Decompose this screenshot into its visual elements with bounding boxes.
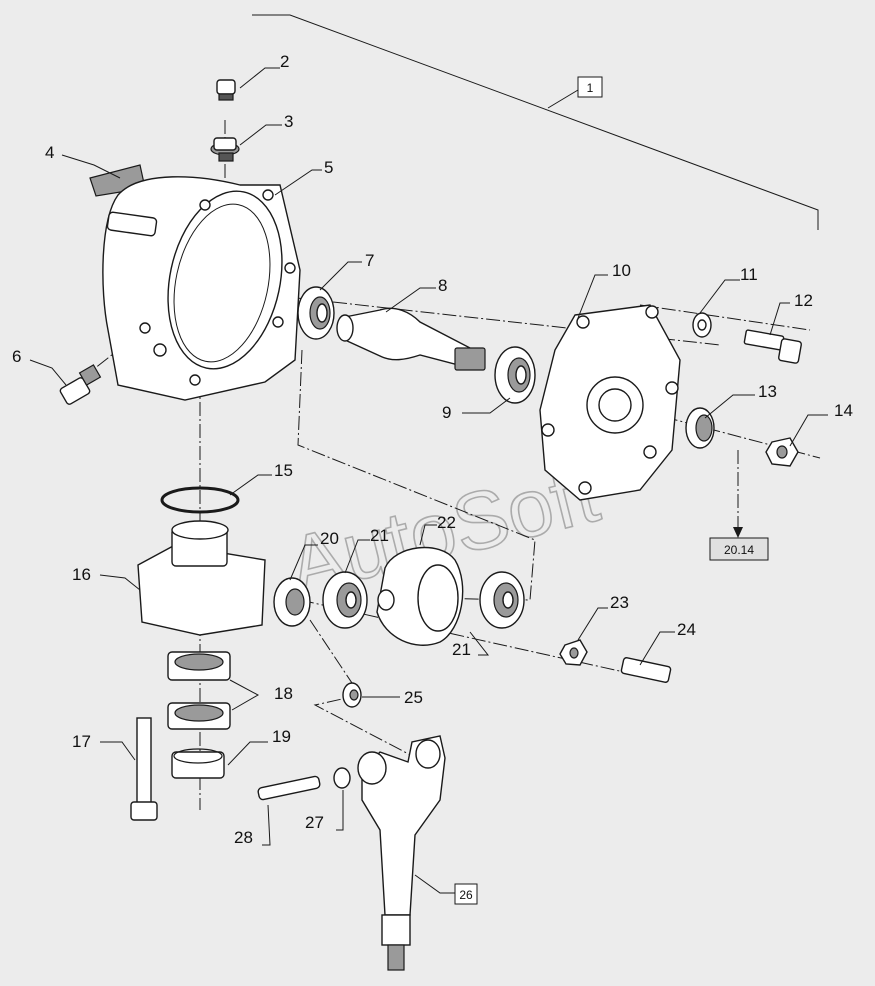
- part-13-bushing: [685, 407, 715, 449]
- callout-23: 23: [610, 593, 629, 612]
- callout-24: 24: [677, 620, 696, 639]
- part-28-pin: [257, 775, 321, 801]
- shaft-box-26: 26: [454, 883, 478, 905]
- reference-box-20-14: 20.14: [709, 537, 769, 561]
- ref-arrow: [733, 527, 743, 538]
- part-23-nut: [559, 639, 588, 666]
- callout-5: 5: [324, 158, 333, 177]
- part-21-bearing-right: [479, 571, 525, 629]
- part-16-gear-housing: [137, 520, 266, 636]
- leader-lines: [29, 67, 828, 894]
- callout-19: 19: [272, 727, 291, 746]
- assembly-bracket-line: [252, 14, 819, 230]
- svg-text:1: 1: [587, 81, 594, 95]
- part-15-o-ring: [160, 486, 240, 514]
- callout-2: 2: [280, 52, 289, 71]
- callout-9: 9: [442, 403, 451, 422]
- svg-text:20.14: 20.14: [724, 543, 754, 557]
- callout-10: 10: [612, 261, 631, 280]
- callout-4: 4: [45, 143, 54, 162]
- part-22-gear: [376, 546, 464, 646]
- callout-22: 22: [437, 513, 456, 532]
- bolt-axis-line: [639, 304, 811, 331]
- part-6-screw: [59, 364, 102, 405]
- callout-3: 3: [284, 112, 293, 131]
- part-21-bearing-left: [322, 571, 368, 629]
- part-17-long-bolt: [130, 717, 158, 821]
- callout-18: 18: [274, 684, 293, 703]
- part-26-yoke-shaft: [357, 735, 446, 971]
- callout-8: 8: [438, 276, 447, 295]
- part-20-castle-nut: [273, 577, 311, 627]
- callout-11: 11: [740, 265, 758, 284]
- part-10-flange-cover: [539, 304, 681, 501]
- assembly-leader: [547, 89, 579, 109]
- callout-27: 27: [305, 813, 324, 832]
- callout-12: 12: [794, 291, 813, 310]
- part-24-set-screw: [620, 657, 672, 683]
- part-2-plug: [216, 79, 236, 101]
- part-19-ring: [171, 748, 225, 779]
- part-27-spacer: [333, 767, 351, 789]
- assembly-box: 1: [577, 76, 603, 98]
- part-12-bolt: [743, 329, 802, 364]
- callout-16: 16: [72, 565, 91, 584]
- svg-text:26: 26: [459, 888, 473, 902]
- part-14-nut: [765, 437, 799, 467]
- part-18-needle-bearings: [167, 651, 231, 730]
- callout-14: 14: [834, 401, 853, 420]
- callout-21-lower: 21: [452, 640, 471, 659]
- callout-28: 28: [234, 828, 253, 847]
- callout-25: 25: [404, 688, 423, 707]
- part-25-washer: [342, 682, 362, 708]
- part-8-pinion-shaft: [336, 307, 486, 371]
- part-3-plug-washer: [210, 137, 240, 162]
- callout-15: 15: [274, 461, 293, 480]
- part-5-housing: [102, 176, 301, 401]
- callout-13: 13: [758, 382, 777, 401]
- yoke-axis-line: [309, 619, 421, 761]
- callout-6: 6: [12, 347, 21, 366]
- callout-20: 20: [320, 529, 339, 548]
- callout-7: 7: [365, 251, 374, 270]
- part-11-washer: [692, 312, 712, 338]
- callout-21-upper: 21: [370, 526, 389, 545]
- callout-17: 17: [72, 732, 91, 751]
- part-9-bearing: [494, 346, 536, 404]
- part-7-bearing: [297, 286, 335, 340]
